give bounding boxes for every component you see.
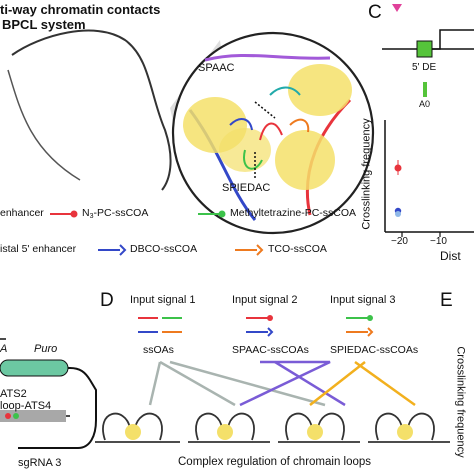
chromatin-loop-outline	[11, 29, 172, 191]
label-spiedac: SPIEDAC	[222, 182, 271, 194]
label-spaac: SPAAC	[198, 62, 235, 74]
panel-d-letter: D	[100, 290, 114, 311]
loop-ats4-label: loop-ATS4	[0, 400, 52, 412]
panel-a-title-line2: BPCL system	[2, 17, 86, 32]
loop-cluster-4	[368, 412, 450, 443]
legend-tco-glyph	[235, 244, 264, 256]
c-point-red	[394, 164, 402, 172]
legend-enhancer: enhancer	[0, 207, 44, 219]
spaac-ssc-label: SPAAC-ssCOAs	[232, 344, 309, 356]
panel-c-letter: C	[368, 2, 382, 23]
de-box	[416, 40, 433, 58]
c-tick-neg20: −20	[391, 236, 408, 247]
loop-cluster-3	[278, 412, 360, 443]
spiedac-ssc-label: SPIEDAC-ssCOAs	[330, 344, 419, 356]
puro-cassette	[0, 359, 69, 377]
c-ylabel: Crosslinking frequency	[360, 118, 373, 230]
legend-distal-enhancer: istal 5' enhancer	[0, 243, 77, 255]
signal3-label: Input signal 3	[330, 294, 396, 306]
signal3-glyphs	[346, 315, 374, 337]
oligo-cluster	[229, 86, 310, 170]
legend-methyltetrazine: Methyltetrazine-PC-ssCOA	[230, 207, 357, 219]
sgrna-red-dot	[5, 413, 11, 419]
e-ylabel: Crosslinking frequency	[454, 346, 467, 458]
strand-purple	[204, 53, 331, 62]
signal2-label: Input signal 2	[232, 294, 298, 306]
legend-tco: TCO-ssCOA	[268, 243, 327, 255]
signal1-glyphs	[138, 317, 182, 333]
a0-label: A0	[419, 99, 431, 109]
pink-marker-icon	[392, 4, 402, 12]
sgrna3-label: sgRNA 3	[18, 457, 62, 469]
panel-a-title-line1: ti-way chromatin contacts	[0, 2, 161, 17]
chromatin-loop-lower	[7, 69, 81, 181]
spaac-arrow	[254, 101, 276, 119]
b-a-fragment: A	[0, 343, 8, 355]
sgrna-green-dot	[13, 413, 19, 419]
plasmid-loop	[18, 367, 97, 449]
loop-cluster-2	[188, 412, 270, 443]
protein-blob-3	[275, 130, 335, 190]
legend-dbco: DBCO-ssCOA	[130, 243, 198, 255]
panel-d-caption: Complex regulation of chromain loops	[178, 456, 372, 468]
ssoas-label: ssOAs	[143, 344, 174, 356]
c-point-lightblue	[395, 211, 401, 217]
legend-n3-glyph	[50, 210, 78, 218]
legend-n3: N3-PC-ssCOA	[82, 207, 149, 220]
c-tick-neg10: −10	[430, 236, 447, 247]
panel-e-letter: E	[440, 290, 453, 311]
loop-cluster-1	[95, 412, 180, 443]
a0-bar	[423, 82, 427, 97]
c-arrow-line	[432, 29, 474, 50]
signal1-label: Input signal 1	[130, 294, 196, 306]
legend-methyl-glyph	[198, 210, 226, 218]
c-xlabel: Dist	[440, 249, 461, 263]
protein-blob-2	[288, 64, 352, 116]
signal2-glyphs	[246, 315, 274, 337]
legend-dbco-glyph	[98, 244, 127, 256]
sgrna-cassette	[0, 410, 66, 422]
ats2-label: ATS2	[0, 388, 27, 400]
puro-label: Puro	[34, 343, 58, 355]
de-label: 5' DE	[412, 62, 437, 73]
signal-arrows	[148, 360, 416, 407]
